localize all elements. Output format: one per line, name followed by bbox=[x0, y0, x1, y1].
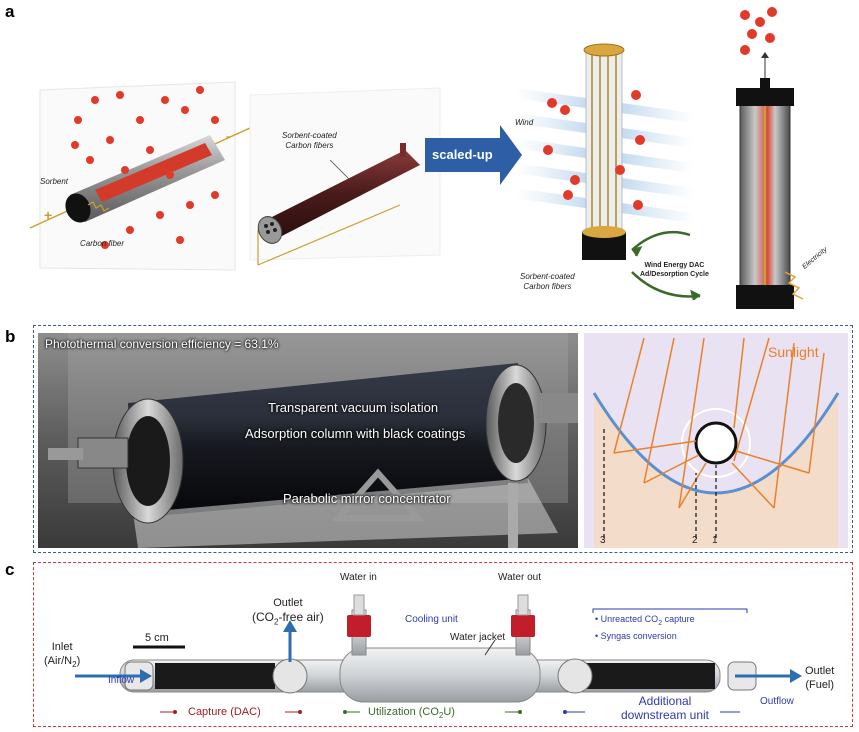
label-sorbent-coated-top: Sorbent-coated Carbon fibers bbox=[282, 131, 337, 151]
co2-molecules-release bbox=[740, 7, 777, 55]
label-adsorption: Adsorption column with black coatings bbox=[245, 426, 466, 441]
outlet-co2-post: -free air) bbox=[278, 610, 324, 624]
bullet1-post: capture bbox=[662, 614, 695, 624]
label-utilization: Utilization (CO2U) bbox=[368, 706, 455, 720]
label-outlet-top-1: Outlet bbox=[273, 597, 303, 609]
bullet-syngas: • Syngas conversion bbox=[595, 630, 677, 641]
fiber-bundle bbox=[249, 87, 441, 266]
panel-a-illustration bbox=[29, 7, 804, 309]
label-minus: - bbox=[226, 128, 231, 144]
label-sunlight: Sunlight bbox=[768, 344, 819, 360]
outlet-right-2: (Fuel) bbox=[805, 679, 835, 691]
panel-letter-c: c bbox=[5, 560, 15, 579]
panel-c-frame bbox=[33, 562, 853, 727]
label-additional: Additional downstream unit bbox=[600, 694, 730, 722]
additional-1: Additional bbox=[638, 694, 692, 708]
label-n1: 1 bbox=[712, 535, 718, 546]
inlet-sub: 2 bbox=[72, 660, 77, 670]
scaled-up-label: scaled-up bbox=[432, 147, 493, 162]
co2-molecules-left bbox=[71, 86, 219, 249]
label-bullets: • Unreacted CO2 capture • Syngas convers… bbox=[595, 613, 695, 642]
label-inlet: Inlet (Air/N2) bbox=[44, 640, 80, 672]
sorbent-cylinder bbox=[29, 127, 251, 229]
label-outlet-top: Outlet (CO2-free air) bbox=[252, 596, 324, 629]
label-capture: Capture (DAC) bbox=[188, 706, 261, 718]
label-sorbent: Sorbent bbox=[40, 177, 69, 186]
label-n3: 3 bbox=[600, 535, 606, 546]
label-wind: Wind bbox=[515, 118, 534, 127]
outlet-co2-sub: 2 bbox=[274, 617, 279, 627]
label-water-in: Water in bbox=[340, 572, 377, 583]
sunlight-schematic bbox=[584, 333, 848, 548]
label-water-out: Water out bbox=[498, 572, 541, 583]
panel-letter-a: a bbox=[5, 2, 15, 21]
label-sorbent-coated-bottom-2: Carbon fibers bbox=[523, 282, 572, 291]
label-plus: + bbox=[44, 207, 53, 223]
label-sorbent-coated-top-2: Carbon fibers bbox=[285, 141, 334, 150]
label-cycle-2: Ad/Desorption Cycle bbox=[640, 271, 709, 278]
label-sorbent-coated-top-1: Sorbent-coated bbox=[282, 131, 337, 140]
cycle-arrows bbox=[631, 230, 701, 301]
bullet1-sub: 2 bbox=[658, 619, 663, 627]
label-inlet-1: Inlet bbox=[51, 641, 73, 653]
label-cooling: Cooling unit bbox=[405, 614, 458, 625]
utilization-post: U) bbox=[443, 706, 455, 718]
label-cycle: Wind Energy DAC Ad/Desorption Cycle bbox=[640, 261, 709, 279]
desorption-column bbox=[736, 52, 804, 309]
utilization-pre: Utilization (CO bbox=[368, 706, 439, 718]
reactor-setup bbox=[75, 594, 802, 714]
label-water-jacket: Water jacket bbox=[450, 632, 506, 643]
panel-letter-b: b bbox=[5, 327, 16, 346]
label-cycle-1: Wind Energy DAC bbox=[644, 262, 705, 269]
panel-b-frame bbox=[33, 325, 853, 553]
label-sorbent-coated-bottom-1: Sorbent-coated bbox=[520, 272, 575, 281]
additional-2: downstream unit bbox=[620, 708, 710, 722]
label-outlet-right: Outlet (Fuel) bbox=[805, 664, 834, 692]
fiber-column bbox=[582, 43, 626, 260]
label-carbon-fiber: Carbon fiber bbox=[80, 239, 125, 248]
sunlight-schematic-graphic bbox=[584, 333, 848, 548]
outlet-right-1: Outlet bbox=[805, 665, 835, 677]
inlet-pre: (Air/N bbox=[44, 655, 73, 667]
label-sorbent-coated-bottom: Sorbent-coated Carbon fibers bbox=[520, 272, 575, 292]
photo-adsorption-column bbox=[38, 333, 578, 548]
outlet-co2-pre: (CO bbox=[252, 610, 274, 624]
inlet-post: ) bbox=[76, 655, 81, 667]
label-inflow: Inflow bbox=[108, 675, 135, 686]
label-mirror: Parabolic mirror concentrator bbox=[283, 491, 451, 506]
bullet1-pre: • Unreacted CO bbox=[595, 614, 659, 624]
label-scale: 5 cm bbox=[145, 632, 169, 644]
label-n2: 2 bbox=[692, 535, 698, 546]
label-outflow: Outflow bbox=[760, 696, 794, 707]
scaled-up-arrow bbox=[425, 125, 522, 185]
co2-molecules-column bbox=[543, 90, 645, 210]
label-efficiency: Photothermal conversion efficiency = 63.… bbox=[45, 337, 279, 351]
label-vacuum: Transparent vacuum isolation bbox=[268, 400, 439, 415]
photo-graphic bbox=[38, 333, 578, 548]
label-outlet-top-2: (CO2-free air) bbox=[252, 610, 324, 629]
label-inlet-2: (Air/N2) bbox=[44, 654, 80, 672]
utilization-sub: 2 bbox=[438, 711, 444, 721]
bullet-unreacted: • Unreacted CO2 capture bbox=[595, 613, 695, 630]
